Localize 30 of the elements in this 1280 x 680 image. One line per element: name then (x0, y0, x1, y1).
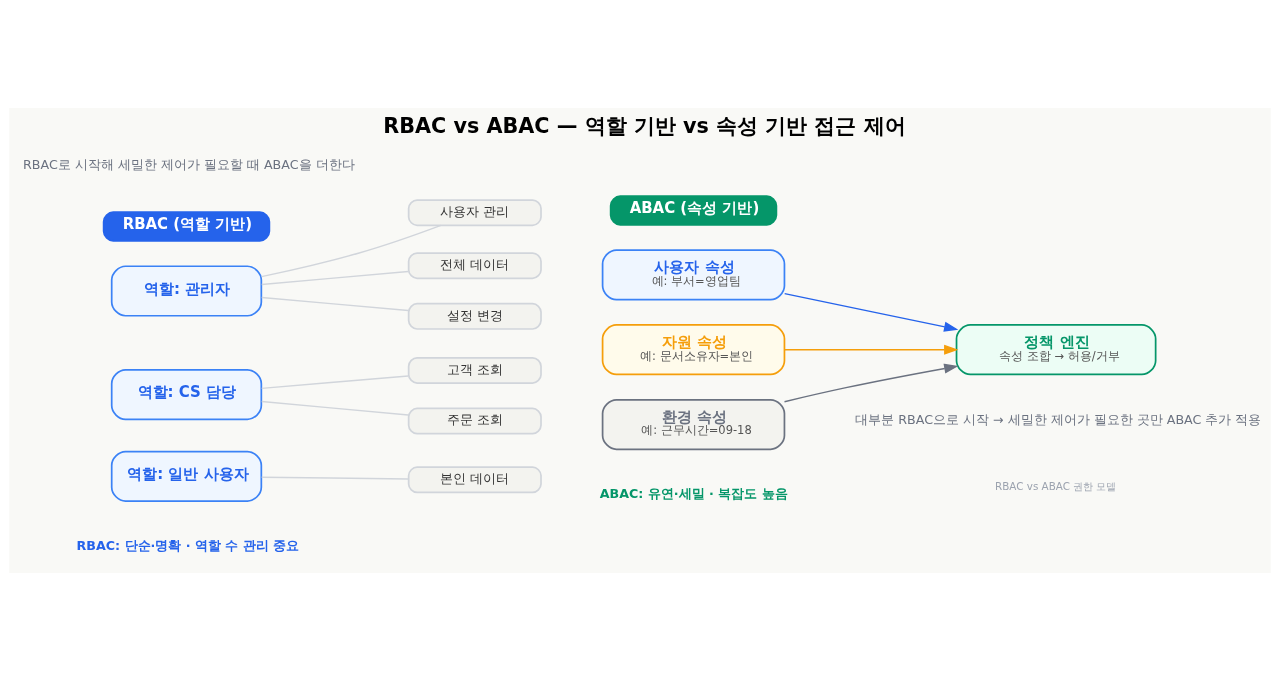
node-box: 본인 데이터 (407, 465, 542, 493)
node-box: 설정 변경 (407, 302, 542, 330)
label: ABAC: 유연·세밀 · 복잡도 높음 (599, 485, 788, 501)
arrow (783, 344, 959, 355)
connector (261, 374, 409, 389)
node-box: 전체 데이터 (407, 251, 542, 279)
connector (260, 224, 442, 277)
node-box: 정책 엔진 속성 조합 → 허용/거부 (955, 323, 1157, 375)
node-box: 고객 조회 (407, 356, 542, 384)
node-box: 역할: 관리자 (110, 264, 263, 317)
connector (261, 270, 409, 285)
arrow (783, 292, 959, 332)
node-box: 주문 조회 (407, 407, 542, 435)
node-box: 역할: CS 담당 (110, 368, 263, 420)
node-box: 사용자 관리 (407, 198, 542, 226)
node-box: RBAC (역할 기반) (102, 210, 271, 242)
node-box: ABAC (속성 기반) (609, 194, 778, 226)
diagram-title: RBAC vs ABAC — 역할 기반 vs 속성 기반 접근 제어 (383, 113, 906, 138)
connector (261, 476, 409, 480)
node-box: 자원 속성 예: 문서소유자=본인 (601, 323, 786, 375)
node-box: 사용자 속성 예: 부서=영업팀 (601, 248, 786, 300)
connector (261, 296, 409, 311)
label: RBAC vs ABAC 권한 모델 (995, 479, 1117, 492)
label: RBAC: 단순·명확 · 역할 수 관리 중요 (76, 537, 300, 553)
label: RBAC로 시작해 세밀한 제어가 필요할 때 ABAC을 더한다 (23, 156, 355, 172)
node-box: 역할: 일반 사용자 (110, 450, 263, 502)
connector (261, 400, 409, 416)
arrow (783, 363, 959, 402)
node-box: 환경 속성 예: 근무시간=09-18 (601, 398, 786, 450)
label: 대부분 RBAC으로 시작 → 세밀한 제어가 필요한 곳만 ABAC 추가 적용 (855, 411, 1262, 427)
